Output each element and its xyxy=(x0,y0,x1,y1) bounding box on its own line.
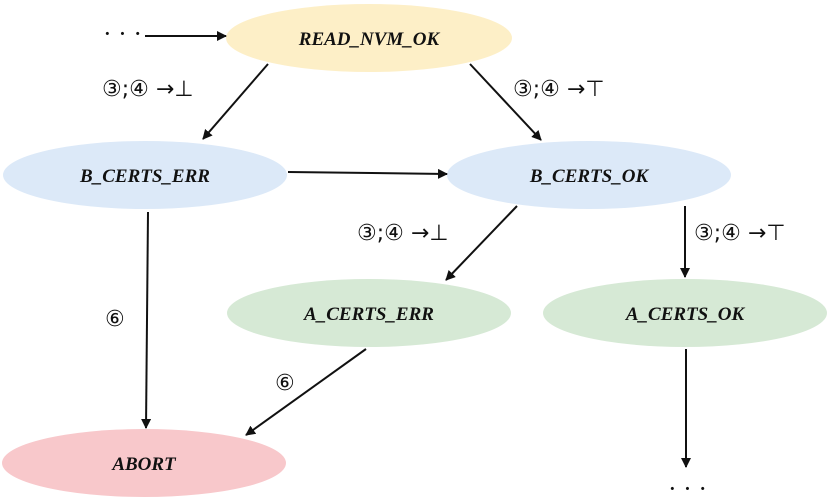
node-abort: ABORT xyxy=(2,429,286,497)
node-b-certs-err-shape xyxy=(3,141,287,209)
node-b-certs-ok-label: B_CERTS_OK xyxy=(529,166,650,187)
edge-label-a-certs-err-to-abort: ⑥ xyxy=(275,371,295,396)
node-b-certs-ok: B_CERTS_OK xyxy=(447,141,731,209)
node-b-certs-err-label: B_CERTS_ERR xyxy=(79,166,210,187)
edge-label-b-certs-ok-to-a-certs-ok: ③;④ →⊤ xyxy=(694,221,785,246)
node-a-certs-ok-label: A_CERTS_OK xyxy=(625,304,746,325)
node-a-certs-err-shape xyxy=(227,279,511,347)
edge-label-b-certs-err-to-abort: ⑥ xyxy=(105,307,125,332)
edge-label-read-to-b-certs-err: ③;④ →⊥ xyxy=(102,77,193,102)
node-b-certs-ok-shape xyxy=(447,141,731,209)
node-read-nvm-ok: READ_NVM_OK xyxy=(226,4,512,72)
node-a-certs-err: A_CERTS_ERR xyxy=(227,279,511,347)
node-a-certs-ok-shape xyxy=(543,279,827,347)
edge-read-to-b-certs-ok xyxy=(469,63,542,141)
ellipsis-end: · · · xyxy=(668,474,707,502)
node-read-nvm-ok-label: READ_NVM_OK xyxy=(298,29,441,50)
edge-read-to-b-certs-err xyxy=(202,63,269,140)
edge-b-certs-ok-to-a-certs-err xyxy=(445,205,518,281)
edge-b-certs-err-to-b-certs-ok xyxy=(287,168,448,179)
edge-b-certs-err-to-abort xyxy=(141,211,152,429)
node-a-certs-err-label: A_CERTS_ERR xyxy=(303,304,434,325)
node-read-nvm-ok-shape xyxy=(226,4,512,72)
node-abort-label: ABORT xyxy=(111,454,177,475)
edge-label-read-to-b-certs-ok: ③;④ →⊤ xyxy=(513,77,604,102)
edge-label-b-certs-ok-to-a-certs-err: ③;④ →⊥ xyxy=(357,221,448,246)
node-abort-shape xyxy=(2,429,286,497)
edge-a-certs-err-to-abort xyxy=(245,348,367,436)
node-a-certs-ok: A_CERTS_OK xyxy=(543,279,827,347)
node-b-certs-err: B_CERTS_ERR xyxy=(3,141,287,209)
ellipsis-start: · · · xyxy=(103,19,142,48)
